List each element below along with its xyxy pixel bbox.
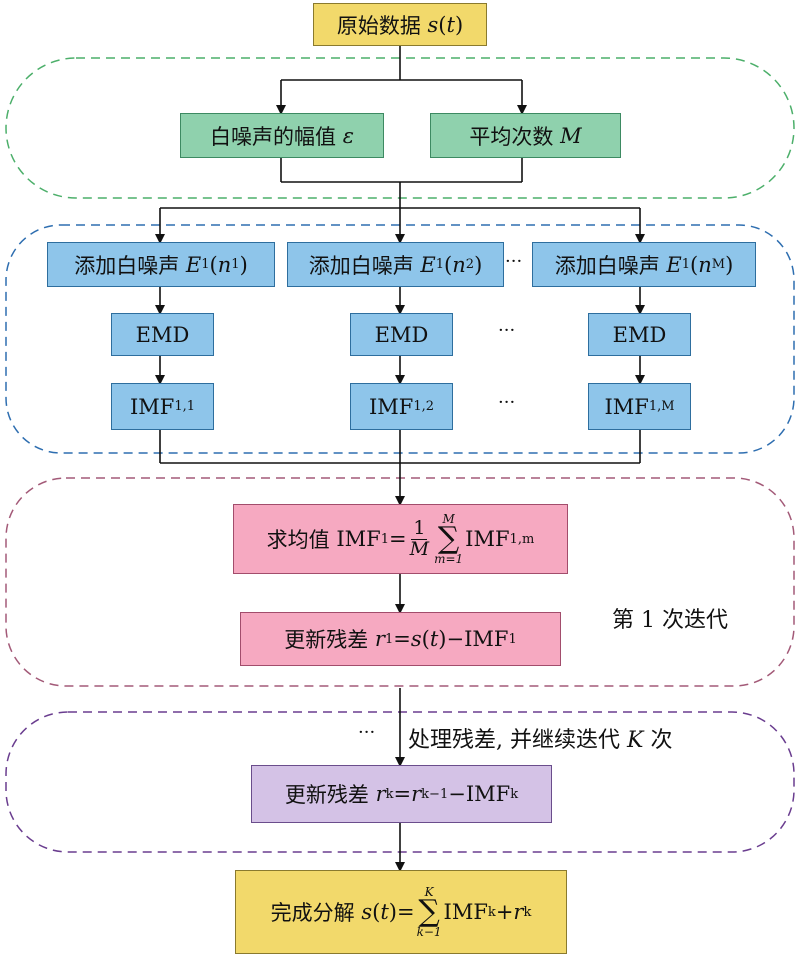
iteration-1-label: 第 1 次迭代	[612, 608, 728, 633]
summation: K ∑ k−1	[416, 884, 442, 940]
noise-ellipsis: ···	[505, 251, 523, 272]
emd-ellipsis: ···	[498, 320, 516, 341]
continue-label: 处理残差, 并继续迭代 K 次	[408, 728, 673, 753]
emd-box-1: EMD	[111, 313, 214, 356]
summation: M ∑ m=1	[434, 511, 464, 567]
avg-count-box: 平均次数 M	[430, 113, 621, 158]
emd-box-2: EMD	[350, 313, 453, 356]
continue-ellipsis: ···	[358, 722, 376, 743]
emd-box-m: EMD	[588, 313, 691, 356]
fraction: 1 M	[409, 516, 430, 560]
start-box: 原始数据 s(t)	[313, 3, 487, 46]
noise-amplitude-box: 白噪声的幅值 ε	[180, 113, 384, 158]
start-label: 原始数据	[336, 13, 421, 38]
signal-var: s	[427, 12, 439, 37]
imf-ellipsis: ···	[498, 392, 516, 413]
